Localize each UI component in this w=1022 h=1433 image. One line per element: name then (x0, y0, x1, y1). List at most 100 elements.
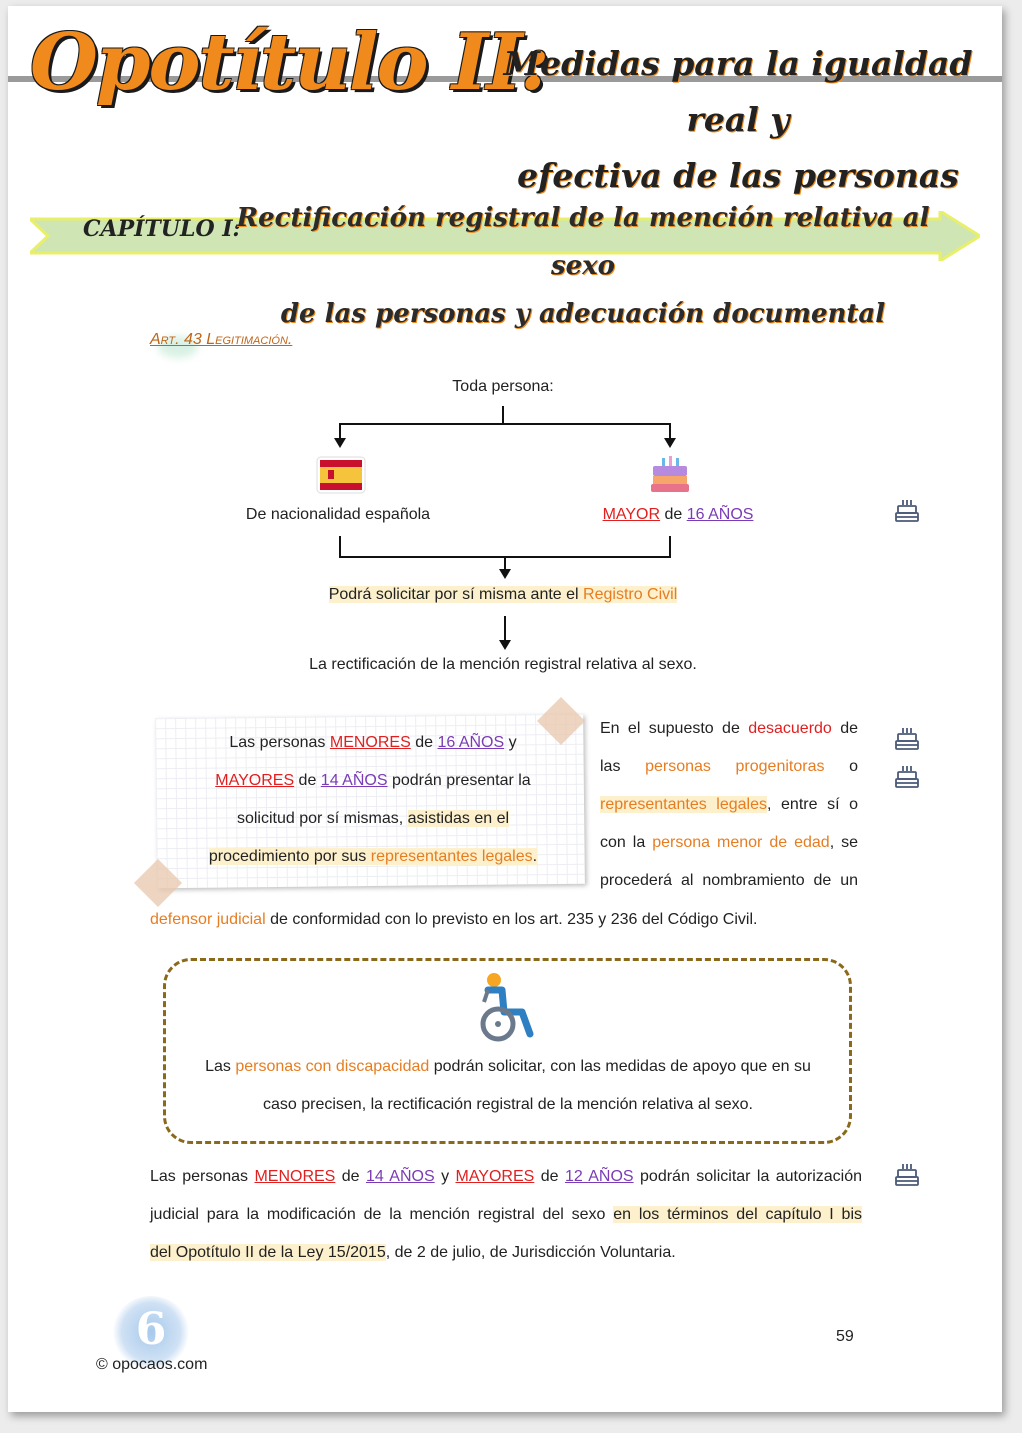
article-highlight-blob (158, 336, 198, 358)
discapacidad-text: personas con discapacidad (235, 1058, 430, 1075)
flow-middle-label: Podrá solicitar por sí misma ante el Reg… (298, 586, 708, 604)
copyright-text: © opocaos.com (96, 1356, 208, 1373)
disability-line: caso precisen, la rectificación registra… (173, 1086, 843, 1124)
age-text: 12 AÑOS (564, 1168, 634, 1185)
mayores-text: MAYORES (455, 1168, 535, 1185)
side-line: En el supuesto de desacuerdo de (600, 710, 858, 748)
text-span: . (748, 1096, 753, 1113)
mayores-text: MAYORES (215, 772, 295, 789)
flow-middle-highlight: Podrá solicitar por sí misma ante el Reg… (328, 586, 678, 603)
text-span: de (534, 1168, 565, 1185)
nombramiento-text: nombramiento de un (702, 872, 858, 889)
text-span: procedimiento por sus (208, 848, 371, 865)
cake-outline-icon (895, 728, 919, 750)
note-line: Las personas MENORES de 16 AÑOS y (173, 724, 573, 762)
text-span: Las personas (229, 734, 330, 751)
side-paragraph-continuation: defensor judicial de conformidad con lo … (150, 901, 870, 939)
flow-connector (504, 616, 506, 642)
side-paragraph: En el supuesto de desacuerdo de las pers… (600, 710, 858, 900)
title-divider (8, 76, 1002, 82)
text-span: la rectificación registral de la mención… (370, 1096, 749, 1113)
text-span: En el supuesto de (600, 720, 749, 737)
note-line: solicitud por sí mismas, asistidas en el (173, 800, 573, 838)
side-line: las personas progenitoras o (600, 748, 858, 786)
final-line: del Opotítulo II de la Ley 15/2015, de 2… (150, 1234, 862, 1272)
age-text: 14 AÑOS (365, 1168, 435, 1185)
final-line: judicial para la modificación de la menc… (150, 1196, 862, 1234)
registro-civil-text: Registro Civil (583, 586, 678, 603)
text-span: procederá al (600, 872, 703, 889)
text-span: judicial para la modificación (150, 1206, 356, 1223)
flow-bottom-label: La rectificación de la mención registral… (309, 656, 697, 673)
flow-connector (339, 536, 341, 558)
text-span: , entre sí o (767, 796, 858, 813)
flow-connector (669, 423, 671, 439)
defensor-judicial-text: defensor judicial (150, 911, 266, 928)
menores-text: MENORES (254, 1168, 336, 1185)
menor-edad-text: persona menor de edad (652, 834, 830, 851)
text-span: podrán solicitar la autorización (633, 1168, 863, 1185)
side-line: representantes legales, entre sí o (600, 786, 858, 824)
flow-middle-text: Podrá solicitar por sí misma ante el (328, 586, 584, 603)
chapter-banner-arrow (30, 211, 980, 261)
highlight-text: en los términos del capítulo I bis (613, 1206, 862, 1223)
menores-text: MENORES (329, 734, 411, 751)
sub-title-line-1: Medidas para la igualdad real y (503, 44, 973, 139)
text-span: Las personas (150, 1168, 255, 1185)
text-span: Las (205, 1058, 236, 1075)
document-page: Opotítulo II: Medidas para la igualdad r… (8, 6, 1002, 1412)
main-title: Opotítulo II: (30, 17, 549, 108)
disability-text: Las personas con discapacidad podrán sol… (173, 1048, 843, 1124)
text-span: , de 2 de julio, de Jurisdicción Volunta… (385, 1244, 676, 1261)
final-paragraph: Las personas MENORES de 14 AÑOS y MAYORE… (150, 1158, 862, 1272)
wheelchair-icon (480, 973, 534, 1042)
text-span: podrán solicitar (429, 1058, 542, 1075)
flow-connector (339, 423, 671, 425)
disability-line: Las personas con discapacidad podrán sol… (173, 1048, 843, 1086)
logo-icon: 6 (112, 1296, 190, 1368)
text-span: o (824, 758, 858, 775)
disability-box (163, 958, 852, 1144)
flow-connector (504, 556, 506, 570)
arrow-head (664, 438, 676, 448)
text-span: de (335, 1168, 366, 1185)
text-span: y (504, 734, 517, 751)
flow-top-label: Toda persona: (452, 378, 554, 395)
text-span: y (434, 1168, 456, 1185)
highlight-text: asistidas en el (407, 810, 510, 827)
mayor-text: MAYOR (602, 506, 661, 523)
text-span: de (410, 734, 438, 751)
text-span: de conformidad con lo previsto en los ar… (265, 911, 758, 928)
representantes-text: representantes legales (370, 848, 533, 865)
flow-connector (669, 536, 671, 558)
chapter-title: Rectificación registral de la mención re… (223, 194, 943, 338)
cake-outline-icon (895, 500, 919, 522)
flow-left-label: De nacionalidad española (245, 506, 431, 523)
arrow-head (499, 640, 511, 650)
flow-connector (339, 423, 341, 439)
chapter-title-line-2: de las personas y adecuación documental (280, 299, 886, 329)
text-span: podrán presentar la (387, 772, 531, 789)
text-span: con la (600, 834, 653, 851)
text-span: solicitud por sí mismas, (236, 810, 408, 827)
flow-right-label: MAYOR de 16 AÑOS (568, 506, 788, 524)
desacuerdo-text: desacuerdo (748, 720, 832, 737)
text-span: caso precisen, (262, 1096, 371, 1113)
note-line: procedimiento por sus representantes leg… (173, 838, 573, 876)
age-text: 16 AÑOS (437, 734, 505, 751)
chapter-label: CAPÍTULO I: (83, 216, 241, 242)
final-line: Las personas MENORES de 14 AÑOS y MAYORE… (150, 1158, 862, 1196)
side-line: con la persona menor de edad, se (600, 824, 858, 862)
connector-text: de (660, 506, 687, 523)
text-span: . (532, 848, 538, 865)
birthday-cake-icon (651, 456, 689, 492)
page-number: 59 (836, 1328, 854, 1345)
flow-connector (502, 406, 504, 424)
highlight-text: del Opotítulo II de la Ley 15/2015 (150, 1244, 386, 1261)
progenitoras-text: personas progenitoras (645, 758, 825, 775)
arrow-head (499, 569, 511, 579)
logo-glyph: 6 (135, 1304, 167, 1355)
text-span: , con las medidas de apoyo que en su (541, 1058, 811, 1075)
chapter-title-line-1: Rectificación registral de la mención re… (236, 203, 930, 281)
article-title: Art. 43 Legitimación. (150, 331, 293, 348)
